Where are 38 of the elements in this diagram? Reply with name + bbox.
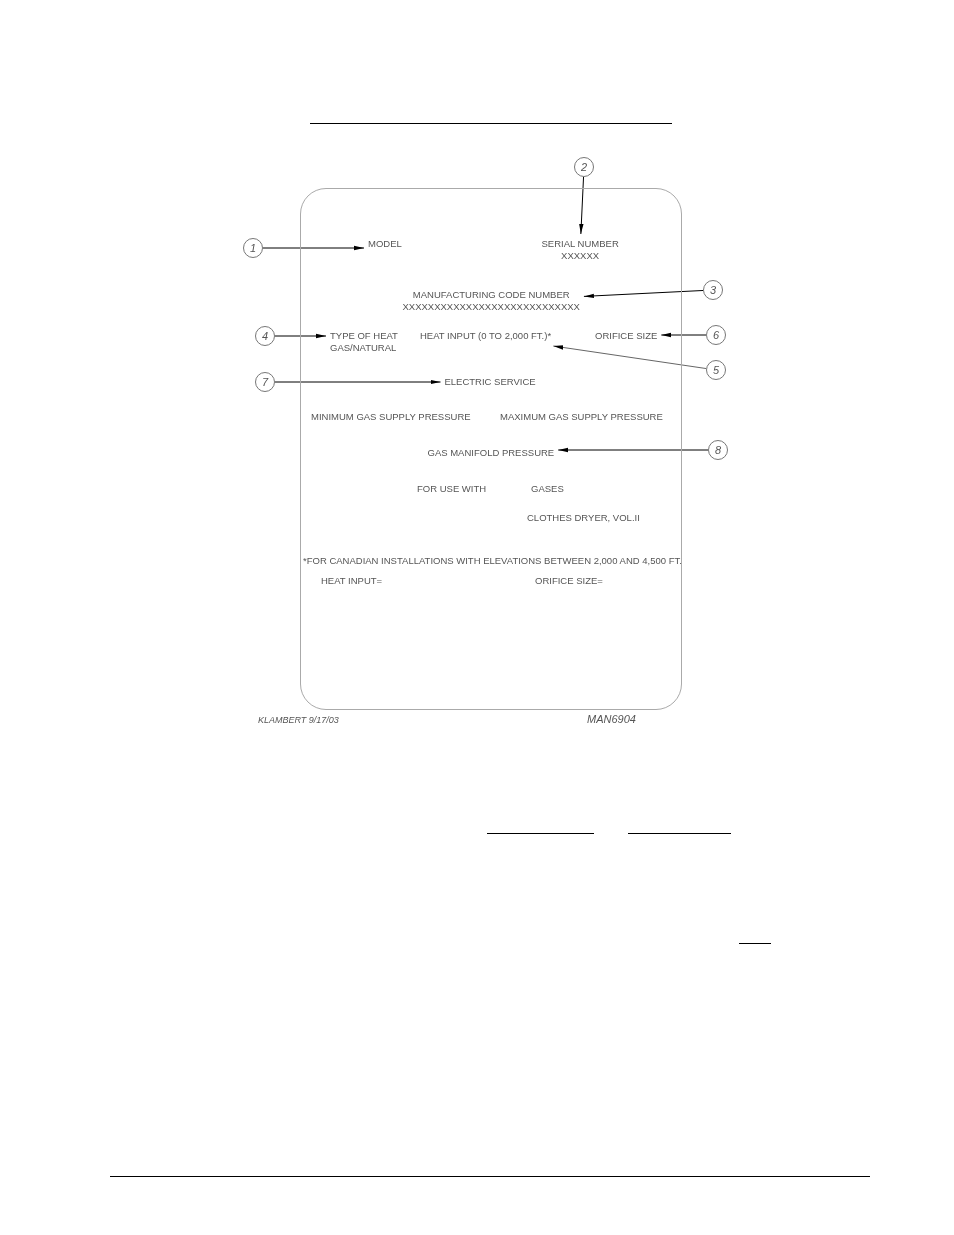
data-plate (300, 188, 682, 710)
plate-text: ORIFICE SIZE (595, 330, 658, 342)
leader-line (579, 176, 585, 235)
plate-value: GAS/NATURAL (330, 342, 398, 354)
leader-line (552, 345, 707, 370)
plate-text: GASES (531, 483, 564, 495)
plate-text: HEAT INPUT= (321, 575, 383, 587)
plate-text: GAS MANIFOLD PRESSURE (427, 447, 555, 459)
callout-number: 5 (706, 360, 726, 380)
plate-text: ORIFICE SIZE= (535, 575, 603, 587)
leader-line (262, 245, 365, 251)
plate-text: ELECTRIC SERVICE (444, 376, 536, 388)
plate-text: FOR USE WITH (417, 483, 487, 495)
callout-number: 1 (243, 238, 263, 258)
plate-value: XXXXXXXXXXXXXXXXXXXXXXXXXXXX (402, 301, 580, 313)
callout-number: 4 (255, 326, 275, 346)
plate-text: *FOR CANADIAN INSTALLATIONS WITH ELEVATIONS BETWEEN 2,000 AND 4,500 FT. (303, 555, 682, 567)
callout-number: 3 (703, 280, 723, 300)
callout-number: 7 (255, 372, 275, 392)
drawing-note: KLAMBERT 9/17/03 (258, 714, 339, 726)
drawing-note: MAN6904 (587, 713, 636, 725)
callout-number: 2 (574, 157, 594, 177)
plate-text: MINIMUM GAS SUPPLY PRESSURE (311, 411, 471, 423)
plate-text: MAXIMUM GAS SUPPLY PRESSURE (500, 411, 663, 423)
plate-value: XXXXXX (560, 250, 601, 262)
plate-heading: SERIAL NUMBER (541, 238, 619, 250)
leader-line (583, 290, 704, 299)
leader-line (274, 333, 327, 339)
leader-line (557, 447, 709, 453)
callout-number: 6 (706, 325, 726, 345)
plate-text: CLOTHES DRYER, VOL.II (527, 512, 640, 524)
plate-text: HEAT INPUT (0 TO 2,000 FT.)* (420, 330, 552, 342)
plate-heading: MANUFACTURING CODE NUMBER (411, 289, 571, 301)
plate-heading: TYPE OF HEAT (330, 330, 398, 342)
plate-text: MODEL (368, 238, 402, 250)
leader-line (274, 379, 441, 385)
callout-number: 8 (708, 440, 728, 460)
leader-line (660, 332, 707, 338)
